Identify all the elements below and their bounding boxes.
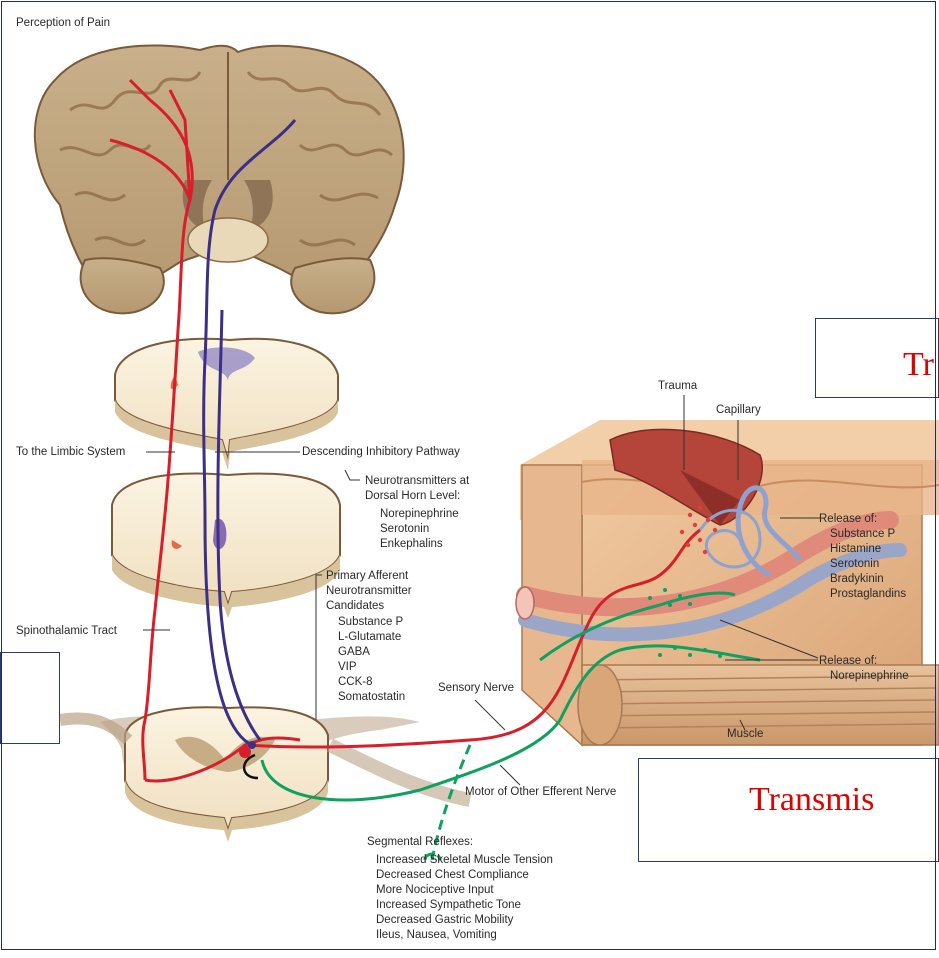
figure-frame xyxy=(1,1,936,950)
pain-pathway-figure: Perception of Pain xyxy=(0,0,939,953)
